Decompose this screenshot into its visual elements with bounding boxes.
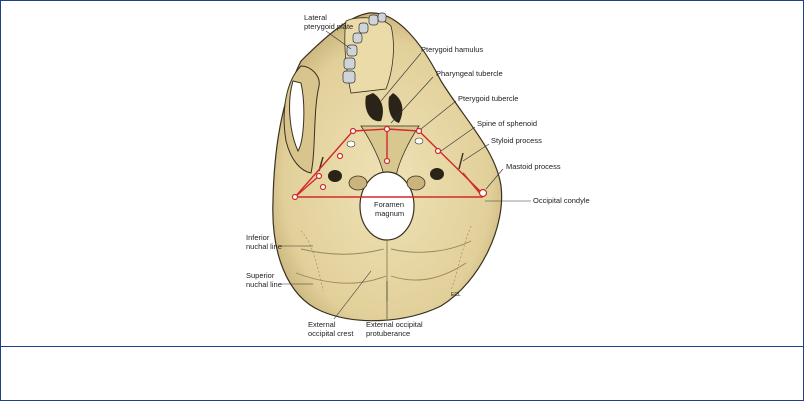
red-points [291, 125, 488, 201]
label-pharyngeal-tubercle: Pharyngeal tubercle [436, 69, 503, 78]
label-external-occipital-protuberance-1: External occipital [366, 320, 423, 329]
label-spine-of-sphenoid: Spine of sphenoid [477, 119, 537, 128]
red-reference-lines [294, 128, 484, 198]
label-foramen-magnum-2: magnum [375, 209, 404, 218]
caption-cell [1, 347, 803, 400]
label-external-occipital-crest-1: External [308, 320, 336, 329]
skull-illustration: ECL [272, 12, 503, 322]
label-mastoid-process: Mastoid process [506, 162, 561, 171]
table-divider [1, 346, 803, 347]
label-foramen-magnum-1: Foramen [374, 200, 404, 209]
label-lateral-pterygoid-plate-2: pterygoid plate [304, 22, 353, 31]
teeth [342, 12, 387, 84]
label-superior-nuchal-line-1: Superior [246, 271, 275, 280]
svg-text:ECL: ECL [451, 292, 461, 298]
figure-cell: ECL [1, 1, 803, 346]
label-lateral-pterygoid-plate-1: Lateral [304, 13, 327, 22]
skull-base-diagram: ECL [246, 12, 590, 338]
label-styloid-process: Styloid process [491, 136, 542, 145]
label-pterygoid-hamulus: Pterygoid hamulus [421, 45, 483, 54]
label-inferior-nuchal-line-2: nuchal line [246, 242, 282, 251]
foramen-magnum-opening [359, 171, 415, 241]
label-pterygoid-tubercle: Pterygoid tubercle [458, 94, 518, 103]
label-superior-nuchal-line-2: nuchal line [246, 280, 282, 289]
leader-lines [281, 30, 531, 320]
label-external-occipital-crest-2: occipital crest [308, 329, 354, 338]
diagram-labels: Lateral pterygoid plate Pterygoid hamulu… [246, 13, 590, 338]
label-occipital-condyle: Occipital condyle [533, 196, 590, 205]
label-inferior-nuchal-line-1: Inferior [246, 233, 270, 242]
label-external-occipital-protuberance-2: protuberance [366, 329, 410, 338]
